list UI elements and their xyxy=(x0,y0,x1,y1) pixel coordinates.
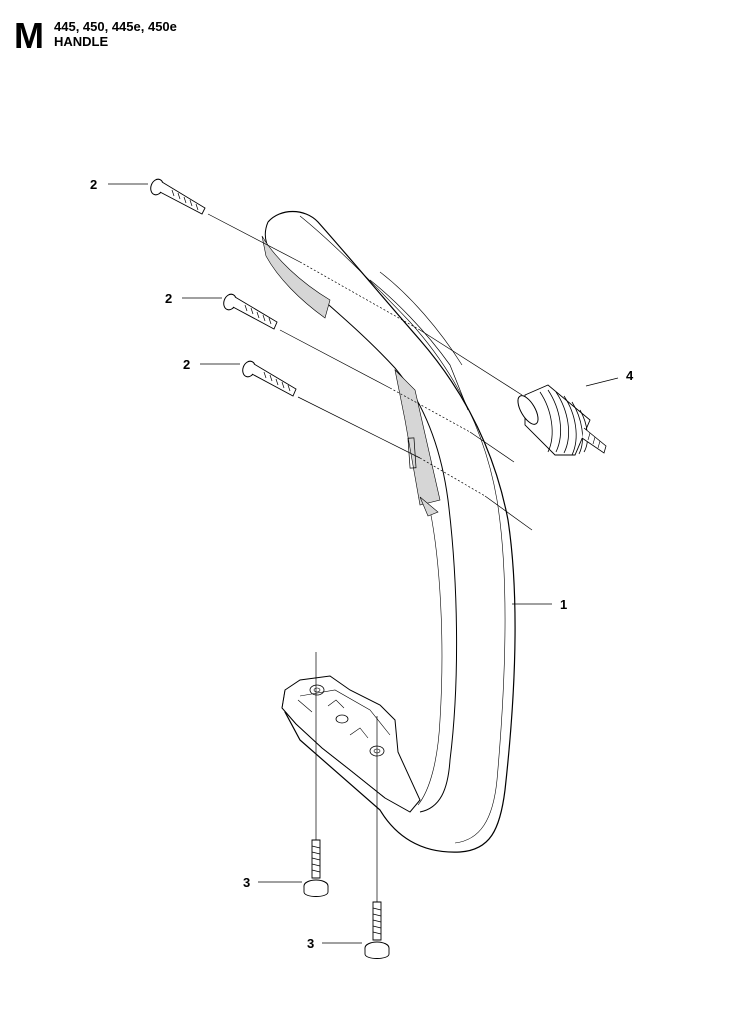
callout-2-top-2: 2 xyxy=(165,291,172,306)
assembly-lines xyxy=(207,213,533,902)
callout-1-handle: 1 xyxy=(560,597,567,612)
damper-spring xyxy=(517,384,607,456)
screw-top-2 xyxy=(223,293,278,330)
screw-bottom-1 xyxy=(303,839,329,897)
callout-3-bottom-1: 3 xyxy=(243,875,250,890)
part-name: HANDLE xyxy=(54,34,109,49)
callout-leaders xyxy=(108,183,619,944)
callout-3-bottom-2: 3 xyxy=(307,936,314,951)
model-list: 445, 450, 445e, 450e xyxy=(54,19,177,34)
screw-top-3 xyxy=(242,360,297,397)
section-letter: M xyxy=(14,15,44,56)
handle-part xyxy=(261,210,516,853)
callout-4-damper: 4 xyxy=(626,368,634,383)
screw-top-1 xyxy=(150,178,206,215)
callout-2-top-3: 2 xyxy=(183,357,190,372)
callout-2-top-1: 2 xyxy=(90,177,97,192)
screw-bottom-2 xyxy=(364,901,390,959)
